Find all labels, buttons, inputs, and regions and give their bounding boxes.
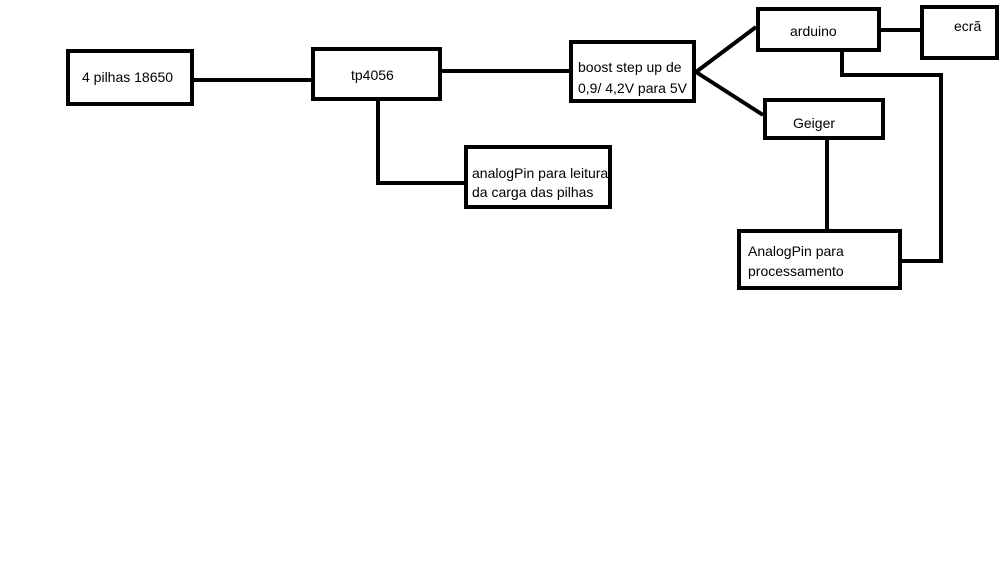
node-label-line-2: da carga das pilhas	[472, 184, 594, 200]
node-label-line-1: boost step up de	[578, 59, 682, 75]
node-tp4056: tp4056	[311, 47, 442, 101]
node-ecra: ecrã	[920, 5, 999, 60]
node-label-line-1: AnalogPin para	[748, 243, 844, 259]
node-label: 4 pilhas 18650	[82, 69, 174, 85]
wire-boost-geiger	[694, 70, 765, 117]
node-label-line-2: processamento	[748, 263, 844, 279]
wire-arduino-analog2	[840, 52, 943, 263]
node-geiger: Geiger	[763, 98, 885, 140]
node-label: Geiger	[793, 115, 836, 131]
node-label: arduino	[790, 23, 837, 39]
node-arduino: arduino	[756, 7, 881, 52]
node-boost-step-up: boost step up de 0,9/ 4,2V para 5V	[569, 40, 696, 103]
node-label-line-2: 0,9/ 4,2V para 5V	[578, 80, 687, 96]
node-label: ecrã	[954, 18, 982, 34]
node-label: tp4056	[351, 67, 394, 83]
node-analogpin-leitura-carga: analogPin para leitura da carga das pilh…	[464, 145, 612, 209]
wire-tp4056-analog1	[376, 101, 464, 185]
node-label-line-1: analogPin para leitura	[472, 165, 609, 181]
node-4-pilhas-18650: 4 pilhas 18650	[66, 49, 194, 106]
node-analogpin-processamento: AnalogPin para processamento	[737, 229, 902, 290]
wire-boost-arduino	[694, 25, 758, 74]
